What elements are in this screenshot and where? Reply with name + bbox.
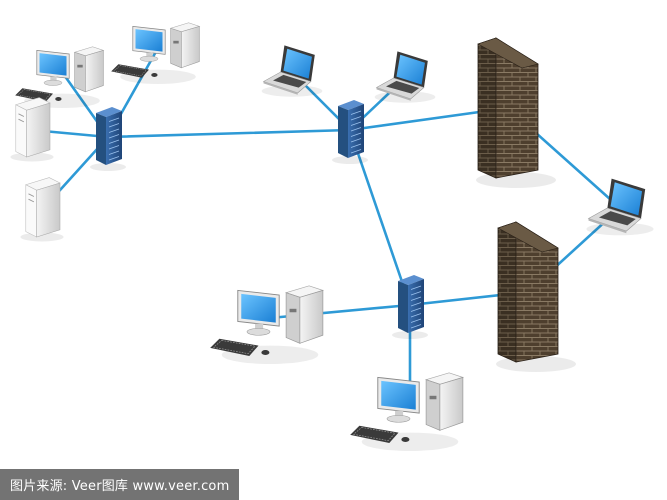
tower-icon [20, 177, 64, 242]
firewall-icon [476, 37, 556, 188]
link-switch-2-switch-3 [348, 128, 412, 307]
watermark-text: 图片来源: Veer图库 www.veer.com [10, 479, 230, 494]
firewall-icon [496, 221, 576, 372]
tower-icon [10, 97, 54, 162]
link-switch-1-switch-2 [106, 128, 352, 139]
switch-icon [332, 100, 368, 164]
laptop-icon [374, 51, 436, 103]
desktop-icon [210, 285, 325, 364]
switch-icon [392, 275, 428, 339]
desktop-icon [111, 22, 201, 84]
watermark-banner: 图片来源: Veer图库 www.veer.com [0, 469, 240, 500]
laptop-icon [261, 45, 323, 97]
network-nodes [10, 22, 654, 451]
switch-icon [90, 107, 126, 171]
desktop-icon [15, 46, 105, 108]
desktop-icon [350, 372, 465, 451]
laptop-icon [586, 178, 654, 236]
